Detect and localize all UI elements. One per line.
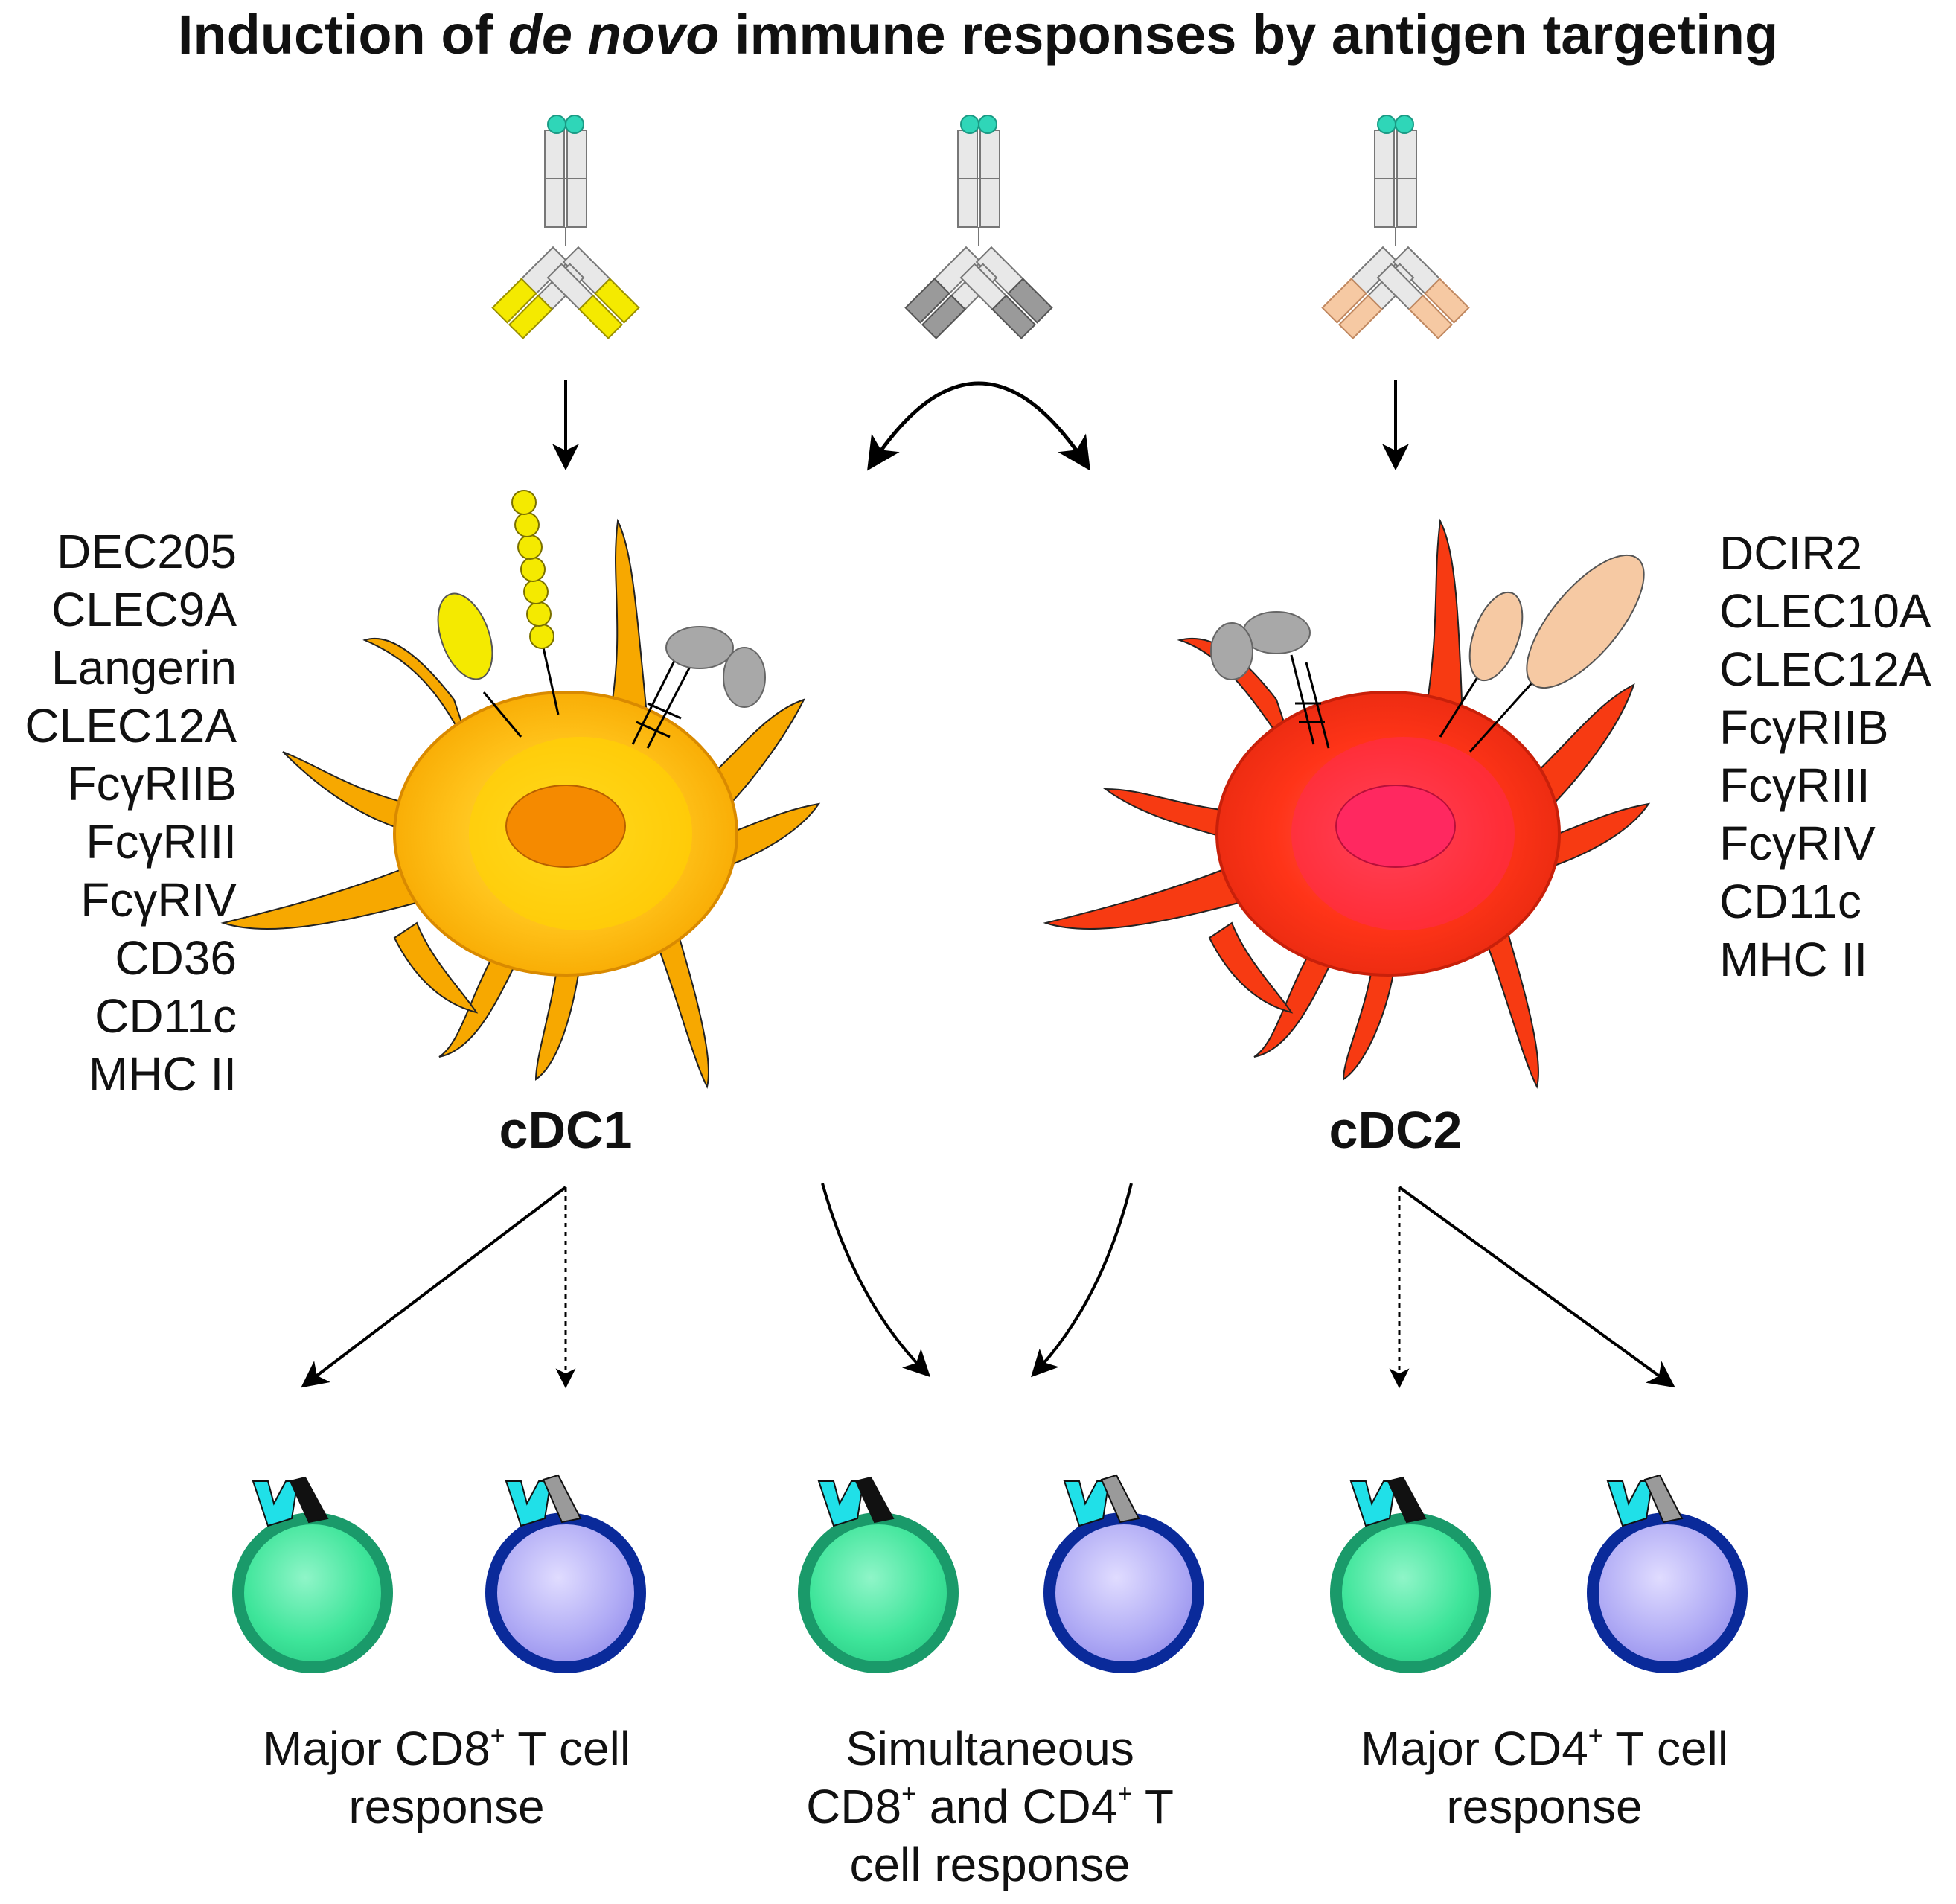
receptor-label: Langerin: [51, 641, 237, 694]
antigen-icon: [547, 115, 566, 134]
cdc2-label: cDC2: [1329, 1101, 1463, 1159]
antibody-cdc2-targeting: [1321, 115, 1470, 339]
cd8-t-cell-1: [232, 1476, 393, 1673]
tcr-icon: [1606, 1480, 1654, 1527]
cd4-t-cell-3: [1587, 1474, 1748, 1673]
tcr-icon: [252, 1480, 299, 1527]
receptor-label: FcγRIII: [86, 815, 237, 869]
receptor-peach-icon: [1468, 591, 1524, 682]
tcr-icon: [817, 1480, 865, 1527]
receptor-label: CLEC10A: [1719, 584, 1931, 638]
tcr-icon: [1349, 1480, 1397, 1527]
cdc1-dendritic-cell: [220, 490, 821, 1089]
receptor-label: FcγRIII: [1719, 758, 1870, 812]
receptor-yellow-beads-icon: [511, 490, 554, 649]
cd4-coreceptor-icon: [542, 1474, 582, 1524]
receptor-label: CLEC12A: [25, 699, 237, 753]
cd8-coreceptor-icon: [289, 1476, 329, 1524]
tcr-icon: [505, 1480, 552, 1527]
receptor-label: FcγRIIB: [1719, 700, 1889, 754]
cdc2-dendritic-cell: [1043, 518, 1651, 1089]
cd4-coreceptor-icon: [1643, 1474, 1684, 1524]
receptor-label: CD36: [115, 931, 237, 985]
receptor-label: CLEC12A: [1719, 642, 1931, 696]
nucleus-icon: [505, 785, 626, 868]
receptor-label: CD11c: [1719, 875, 1861, 928]
antibody-dual-targeting: [904, 115, 1053, 339]
nucleus-icon: [1335, 785, 1456, 868]
cdc1-label: cDC1: [499, 1101, 633, 1159]
receptor-label: DCIR2: [1719, 526, 1863, 580]
outcome-caption-simultaneous: Simultaneous CD8+ and CD4+ T cell respon…: [806, 1722, 1174, 1891]
receptor-label: DEC205: [57, 525, 237, 578]
receptor-peach-large-icon: [1526, 554, 1645, 689]
arrow-dual-cdc1: [821, 1183, 931, 1378]
cd8-coreceptor-icon: [1387, 1476, 1427, 1524]
tcr-icon: [1063, 1480, 1110, 1527]
arrow-cdc1-major-cd8: [301, 1186, 567, 1388]
receptor-label: FcγRIIB: [67, 757, 237, 811]
receptor-label: CLEC9A: [51, 583, 237, 636]
arrow-cdc2-major-cd4: [1398, 1186, 1675, 1388]
cd4-coreceptor-icon: [1100, 1474, 1140, 1524]
receptor-label: FcγRIV: [1719, 817, 1876, 870]
fc-receptor-icon: [1290, 654, 1330, 749]
receptor-label: MHC II: [88, 1047, 237, 1101]
outcome-caption-cd8: Major CD8+ T cell response: [262, 1722, 631, 1833]
cdc2-receptor-list: DCIR2 CLEC10A CLEC12A FcγRIIB FcγRIII Fc…: [1719, 524, 1931, 988]
antibody-cdc1-targeting: [491, 115, 640, 339]
cd4-t-cell-2: [1043, 1474, 1204, 1673]
receptor-label: MHC II: [1719, 933, 1868, 986]
arrow-dual-cdc2: [1031, 1183, 1133, 1378]
receptor-yellow-icon: [437, 592, 493, 680]
cd8-t-cell-3: [1330, 1476, 1491, 1673]
cdc1-receptor-list: DEC205 CLEC9A Langerin CLEC12A FcγRIIB F…: [25, 523, 237, 1103]
cd8-t-cell-2: [798, 1476, 959, 1673]
cd4-t-cell-1: [485, 1474, 646, 1673]
receptor-label: FcγRIV: [80, 873, 237, 927]
receptor-label: CD11c: [95, 989, 237, 1043]
arrow-dual-targeting: [867, 381, 1090, 471]
outcome-caption-cd4: Major CD4+ T cell response: [1360, 1722, 1729, 1833]
cd8-coreceptor-icon: [854, 1476, 895, 1524]
figure-title: Induction of de novo immune responses by…: [177, 4, 1779, 66]
fc-receptor-icon: [631, 654, 694, 749]
